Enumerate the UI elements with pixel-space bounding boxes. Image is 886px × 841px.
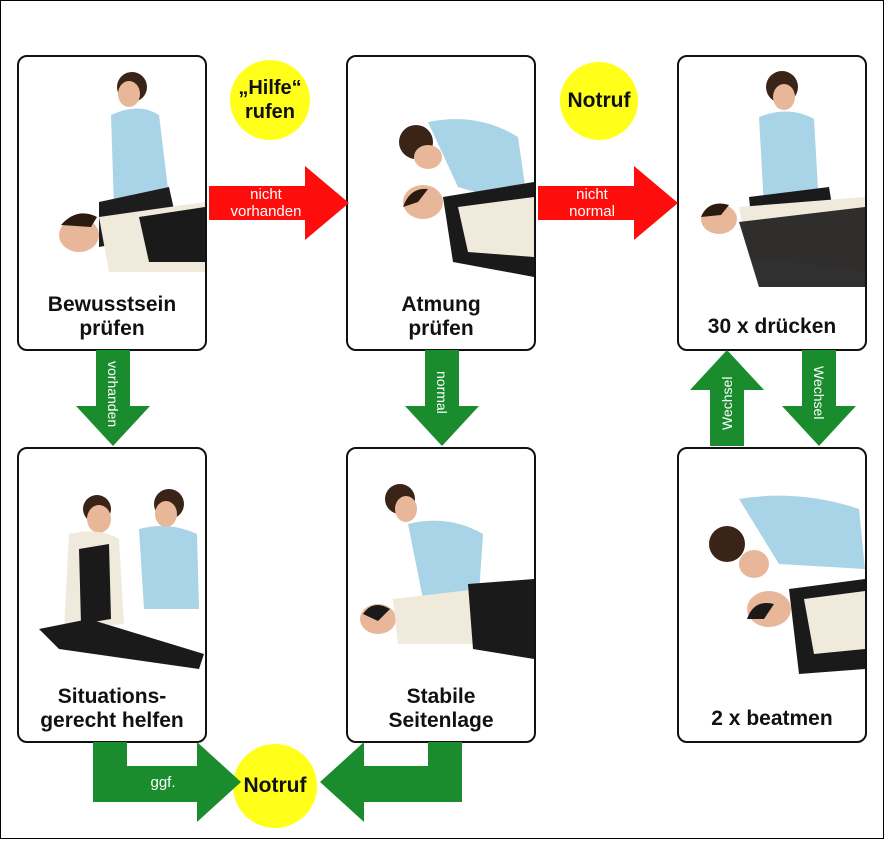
arrow-label-nicht-normal: nicht normal <box>569 186 615 220</box>
arrow-label-nicht-vorhanden: nicht vorhanden <box>230 186 302 220</box>
circle-notruf-bottom: Notruf <box>233 744 317 828</box>
card-caption: 30 x drücken <box>707 315 837 338</box>
card-2x-beatmen: 2 x beatmen <box>677 447 867 743</box>
arrow-right-red-1 <box>209 166 349 240</box>
photo-rescue-breaths <box>709 495 865 674</box>
card-caption: Stabile Seitenlage <box>388 685 494 732</box>
card-caption: 2 x beatmen <box>711 707 833 730</box>
photo-recovery-position <box>360 484 534 659</box>
card-caption: Situations- gerecht helfen <box>40 685 184 732</box>
arrow-label-wechsel-down: Wechsel <box>811 366 827 420</box>
card-caption: Bewusstsein prüfen <box>47 293 177 340</box>
arrow-label-wechsel-up: Wechsel <box>719 376 735 430</box>
arrow-label-ggf: ggf. <box>150 774 176 791</box>
arrow-right-red-2 <box>538 166 678 240</box>
photo-consciousness-check <box>59 72 205 272</box>
card-caption: Atmung prüfen <box>401 293 481 340</box>
card-bewusstsein-pruefen: Bewusstsein prüfen <box>17 55 207 351</box>
card-30x-druecken: 30 x drücken <box>677 55 867 351</box>
arrow-label-normal: normal <box>434 370 450 414</box>
arrow-down-green-2 <box>405 350 479 446</box>
arrow-down-green-wechsel <box>782 350 856 446</box>
card-situationsgerecht-helfen: Situations- gerecht helfen <box>17 447 207 743</box>
arrow-ggf-to-notruf <box>93 742 241 822</box>
arrow-seitenlage-to-notruf <box>320 742 462 822</box>
photo-breathing-check <box>399 119 534 277</box>
circle-notruf-top: Notruf <box>560 62 638 140</box>
photo-situational-help <box>39 489 204 669</box>
arrow-label-vorhanden: vorhanden <box>105 360 121 428</box>
arrow-up-green-wechsel <box>690 350 764 446</box>
circle-hilfe-rufen: „Hilfe“ rufen <box>230 60 310 140</box>
arrow-down-green-1 <box>76 350 150 446</box>
card-stabile-seitenlage: Stabile Seitenlage <box>346 447 536 743</box>
photo-chest-compressions <box>701 71 865 287</box>
card-atmung-pruefen: Atmung prüfen <box>346 55 536 351</box>
